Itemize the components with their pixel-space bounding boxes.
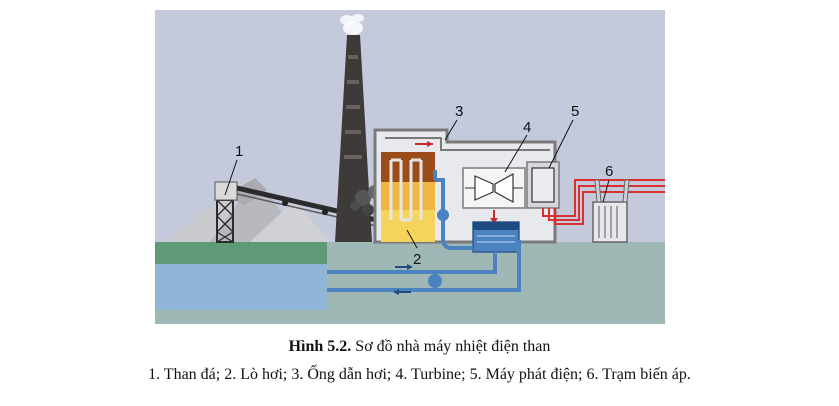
figure-number: Hình 5.2. [288,338,352,355]
steam-flow-arrow [415,141,433,147]
power-plant-diagram: 1 2 3 4 5 6 [155,10,665,324]
pump [437,209,449,221]
figure-title: Sơ đồ nhà máy nhiệt điện than [355,338,551,355]
water-pipes [327,170,521,292]
figure-caption-title: Hình 5.2. Sơ đồ nhà máy nhiệt điện than [0,338,839,356]
boiler [381,152,435,242]
generator [526,161,560,209]
label-6: 6 [605,163,613,180]
label-2: 2 [413,251,421,268]
outflow-pump [428,274,442,288]
river [155,264,327,310]
water-flow-arrows [393,264,413,295]
figure-caption-legend: 1. Than đá; 2. Lò hơi; 3. Ống dẫn hơi; 4… [148,366,691,383]
transformer [592,179,630,243]
label-leader-lines [224,119,610,249]
label-4: 4 [523,119,531,136]
condenser [472,221,520,253]
label-3: 3 [455,103,463,120]
turbine [462,167,526,224]
label-1: 1 [235,143,243,160]
label-5: 5 [571,103,579,120]
grass-strip [155,242,327,264]
